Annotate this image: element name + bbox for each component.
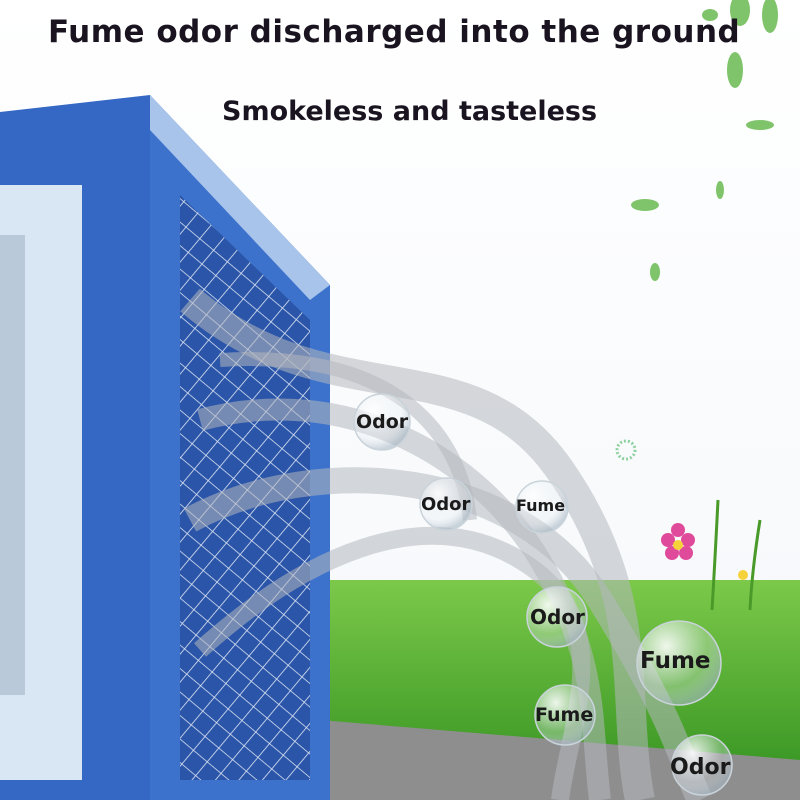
bubble-label: Fume [640,648,711,674]
bubble-label: Odor [670,755,731,780]
bubble-label: Fume [516,496,566,515]
flower-decoration [615,439,762,611]
bubbles [353,393,733,796]
leaves-decoration [631,0,778,281]
subheadline: Smokeless and tasteless [222,96,598,127]
bubble-label: Odor [421,494,471,515]
bubble-label: Fume [535,704,594,726]
headline: Fume odor discharged into the ground [48,14,741,50]
bubble-label: Odor [530,605,585,629]
bubble-label: Odor [356,411,409,433]
